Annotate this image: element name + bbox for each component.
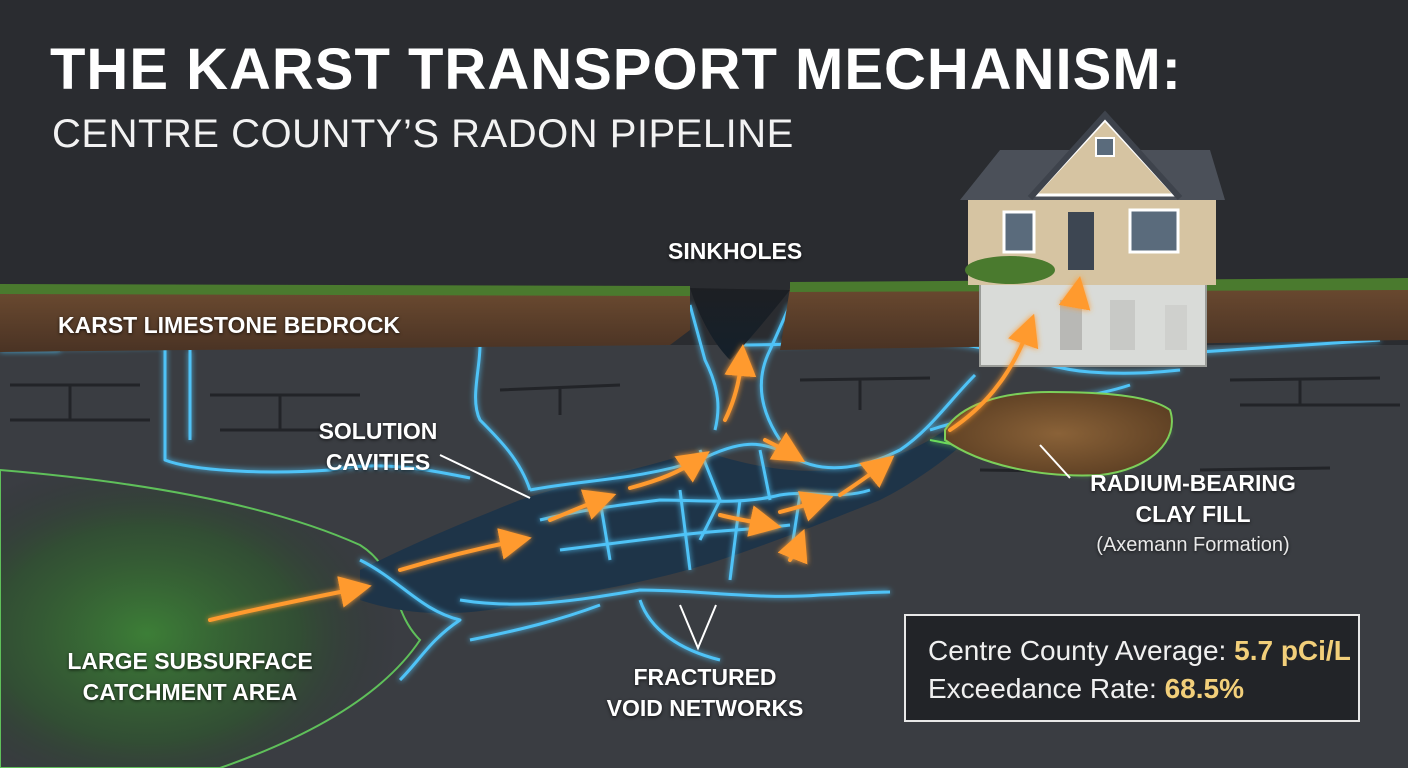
- stat-exceedance-value: 68.5%: [1164, 673, 1244, 704]
- sinkhole: [690, 288, 790, 360]
- radon-flow-arrows: [208, 276, 1091, 622]
- label-catchment-line1: LARGE SUBSURFACE: [67, 648, 313, 674]
- grass-left: [0, 284, 690, 296]
- label-clay-fill-line1: RADIUM-BEARING: [1090, 470, 1296, 496]
- label-sinkholes: SINKHOLES: [668, 238, 803, 264]
- label-void-networks-line1: FRACTURED: [633, 664, 777, 690]
- void-network-fill: [360, 400, 1000, 614]
- label-clay-fill: RADIUM-BEARING CLAY FILL (Axemann Format…: [1070, 468, 1316, 561]
- callout-lines: [439, 444, 1071, 651]
- stats-box: Centre County Average: 5.7 pCi/L Exceeda…: [904, 614, 1360, 722]
- label-solution-cavities: SOLUTION CAVITIES: [308, 416, 448, 478]
- page-title: THE KARST TRANSPORT MECHANISM:: [50, 37, 1182, 102]
- label-solution-cavities-line2: CAVITIES: [325, 449, 431, 475]
- label-catchment: LARGE SUBSURFACE CATCHMENT AREA: [50, 646, 330, 708]
- label-void-networks: FRACTURED VOID NETWORKS: [580, 662, 830, 724]
- stat-average: Centre County Average: 5.7 pCi/L: [928, 632, 1358, 670]
- label-solution-cavities-line1: SOLUTION: [318, 418, 438, 444]
- label-clay-formation: (Axemann Formation): [1096, 534, 1290, 556]
- soil-left: [0, 290, 690, 352]
- label-clay-fill-line2: CLAY FILL: [1135, 501, 1251, 527]
- house: [960, 110, 1225, 367]
- clay-fill: [944, 390, 1173, 477]
- page-subtitle: CENTRE COUNTY’S RADON PIPELINE: [52, 112, 794, 156]
- limestone-block-lines: [10, 376, 1400, 474]
- label-catchment-line2: CATCHMENT AREA: [82, 679, 298, 705]
- label-bedrock: KARST LIMESTONE BEDROCK: [58, 312, 401, 338]
- stat-average-label: Centre County Average:: [928, 635, 1227, 666]
- stat-exceedance: Exceedance Rate: 68.5%: [928, 670, 1358, 708]
- label-void-networks-line2: VOID NETWORKS: [606, 695, 804, 721]
- stat-average-value: 5.7 pCi/L: [1234, 635, 1351, 666]
- stat-exceedance-label: Exceedance Rate:: [928, 673, 1157, 704]
